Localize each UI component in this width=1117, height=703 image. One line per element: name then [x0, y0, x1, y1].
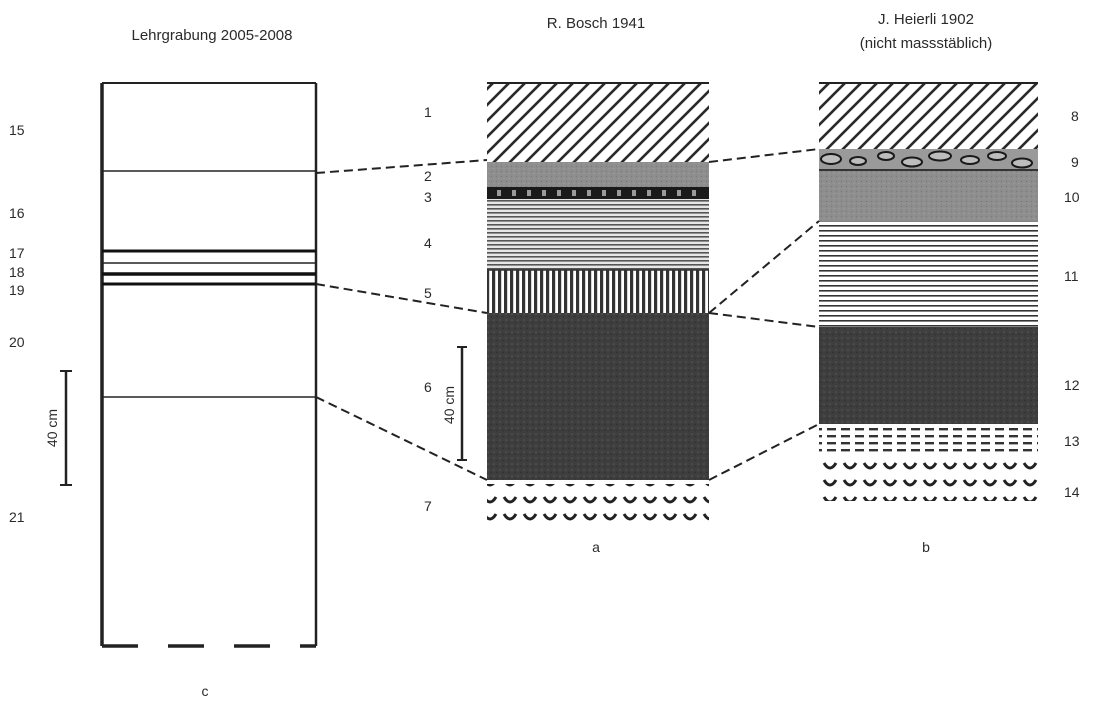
layer-number-20: 20 — [9, 334, 25, 350]
profile-b-label: b — [922, 539, 930, 555]
layer-number-9: 9 — [1071, 154, 1079, 170]
layer-fill — [819, 458, 1038, 501]
scale-bar-c — [60, 371, 72, 485]
layer-fill — [819, 221, 1038, 327]
layer-fill — [819, 83, 1038, 149]
layer-number-15: 15 — [9, 122, 25, 138]
layer-number-11: 11 — [1064, 268, 1079, 284]
correlation-line-a-b — [709, 221, 819, 313]
scale-bar-a — [457, 347, 467, 460]
correlation-line-a-b — [709, 313, 819, 327]
layer-number-7: 7 — [424, 498, 432, 514]
layer-number-6: 6 — [424, 379, 432, 395]
layer-number-16: 16 — [9, 205, 25, 221]
profile-a-label: a — [592, 539, 600, 555]
layer-number-19: 19 — [9, 282, 25, 298]
correlation-line-a-b — [709, 424, 819, 480]
layer-number-8: 8 — [1071, 108, 1079, 124]
profile-c-title: Lehrgrabung 2005-2008 — [132, 27, 293, 44]
layer-fill — [819, 327, 1038, 424]
profile-c — [102, 83, 316, 646]
layer-number-3: 3 — [424, 189, 432, 205]
profile-a-title: R. Bosch 1941 — [547, 15, 645, 32]
profile-b-subtitle: (nicht massstäblich) — [860, 35, 993, 52]
profile-b — [819, 83, 1038, 501]
layer-fill — [487, 187, 709, 199]
layer-number-21: 21 — [9, 509, 25, 525]
layer-fill — [819, 171, 1038, 221]
layer-number-13: 13 — [1064, 433, 1080, 449]
layer-fill — [487, 484, 709, 527]
correlation-line-c-a — [316, 160, 487, 173]
profile-a — [487, 83, 709, 527]
layer-fill — [819, 428, 1038, 456]
layer-fill — [487, 199, 709, 270]
layer-number-18: 18 — [9, 264, 25, 280]
layer-number-5: 5 — [424, 285, 432, 301]
layer-number-17: 17 — [9, 245, 25, 261]
layer-number-4: 4 — [424, 235, 432, 251]
layer-fill — [487, 162, 709, 187]
layer-fill — [487, 313, 709, 480]
correlation-line-a-b — [709, 149, 819, 162]
layer-number-2: 2 — [424, 168, 432, 184]
layer-number-12: 12 — [1064, 377, 1080, 393]
correlation-line-c-a — [316, 284, 487, 313]
scale-label-a: 40 cm — [441, 386, 457, 424]
layer-fill — [487, 270, 709, 313]
layer-fill — [487, 83, 709, 162]
layer-number-1: 1 — [424, 104, 432, 120]
profile-c-label: c — [202, 683, 209, 699]
layer-number-10: 10 — [1064, 189, 1080, 205]
scale-label-c: 40 cm — [44, 409, 60, 447]
layer-number-14: 14 — [1064, 484, 1080, 500]
profile-b-title: J. Heierli 1902 — [878, 11, 974, 28]
